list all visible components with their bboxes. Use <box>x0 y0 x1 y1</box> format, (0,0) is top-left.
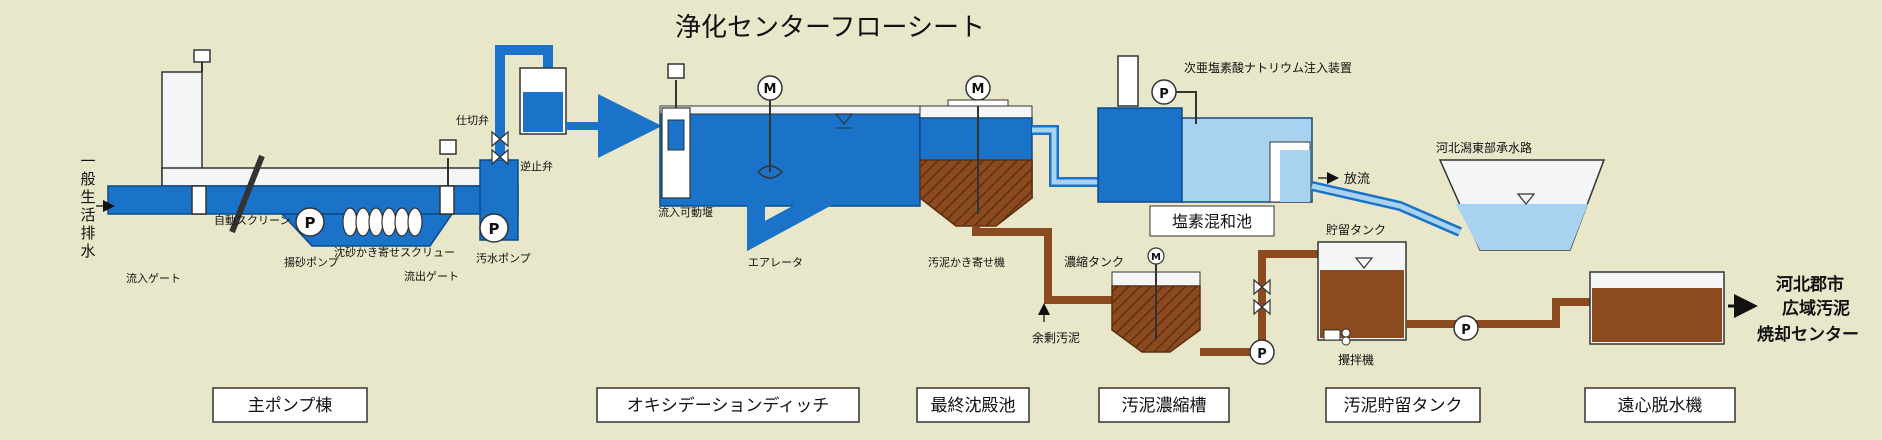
scraper-motor-symbol: M <box>972 82 985 97</box>
grit-screw-icon <box>342 207 423 237</box>
outlet-gate <box>439 185 455 215</box>
inflow-label-char: 排 <box>80 224 95 242</box>
outlet-gate-actuator <box>439 139 457 155</box>
aerator-motor-symbol: M <box>764 82 777 97</box>
section-label-box <box>1584 387 1736 423</box>
centrifuge-unit <box>1589 271 1725 345</box>
section-sludge-storage: 汚泥貯留タンク <box>1325 387 1481 423</box>
grit-pump-label: 揚砂ポンプ <box>284 256 339 269</box>
sewage-pump-symbol: P <box>489 220 500 238</box>
storage-pump-icon <box>1453 315 1479 341</box>
ditch-loop <box>747 140 835 252</box>
sludge-scraper-label: 汚泥かき寄せ機 <box>928 255 1005 269</box>
check-valve-label: 逆止弁 <box>520 159 553 173</box>
dosing-pump-symbol: P <box>1159 87 1169 102</box>
auto-screen <box>229 154 265 234</box>
hypochlorite-label: 次亜塩素酸ナトリウム注入装置 <box>1184 60 1352 75</box>
section-label: 汚泥濃縮槽 <box>1122 396 1207 416</box>
thickened-sludge-pump-icon <box>1249 339 1275 365</box>
check-valve-icon <box>491 148 509 166</box>
inflow-label-char: 水 <box>80 242 95 260</box>
final-settling-tank: M <box>919 75 1033 227</box>
chlorine-basin-label-box <box>1149 205 1275 237</box>
ditch-tank <box>659 111 921 207</box>
gate-valve-icon <box>491 130 509 148</box>
section-label-box <box>1325 387 1481 423</box>
section-label-box <box>596 387 860 423</box>
section-label: 遠心脱水機 <box>1618 396 1703 416</box>
grit-pump-icon <box>295 207 325 237</box>
auto-screen-label: 自動スクリーン <box>214 213 290 227</box>
sludge-pipe-to-storage <box>1200 250 1322 356</box>
main-pump-building: P P <box>96 45 662 247</box>
inflow-label-char: 生 <box>80 188 95 206</box>
aerator-label: エアレータ <box>748 256 803 269</box>
inlet-gate <box>191 185 207 215</box>
sewage-pump-icon <box>479 213 509 243</box>
thickening-tank-label: 濃縮タンク <box>1064 254 1124 269</box>
grit-channel-top <box>161 167 513 187</box>
section-main-pump: 主ポンプ棟 <box>212 387 368 423</box>
inflow-label-char: 一 <box>80 152 95 170</box>
receiving-water-label: 河北潟東部承水路 <box>1436 140 1532 155</box>
aerator-impeller-icon <box>757 165 784 179</box>
excess-sludge-label: 余剰汚泥 <box>1032 330 1080 345</box>
section-label-box <box>916 387 1030 423</box>
section-label-box <box>212 387 368 423</box>
page-title: 浄化センターフローシート <box>675 13 985 43</box>
movable-weir-label: 流入可動堰 <box>658 205 713 219</box>
hypochlorite-tank <box>1117 55 1139 107</box>
inlet-gate-actuator <box>193 49 211 63</box>
thickened-sludge-pump-symbol: P <box>1257 347 1267 362</box>
grit-screw-label: 沈砂かき寄せスクリュー <box>334 245 455 259</box>
thickening-tank: M <box>1111 247 1201 353</box>
oxidation-ditch: M <box>659 63 921 252</box>
section-centrifuge: 遠心脱水機 <box>1584 387 1736 423</box>
discharge-label: 放流 <box>1344 172 1370 187</box>
destination-line1: 河北郡市 <box>1776 274 1844 295</box>
section-label: 汚泥貯留タンク <box>1344 396 1463 416</box>
section-sludge-thickening: 汚泥濃縮槽 <box>1098 387 1230 423</box>
distribution-box-water <box>523 92 563 132</box>
section-label: 主ポンプ棟 <box>248 396 333 416</box>
storage-tank <box>1317 241 1407 346</box>
storage-valve-icon <box>1253 278 1271 316</box>
section-final-settling: 最終沈殿池 <box>916 387 1030 423</box>
sludge-pipe-to-thickener <box>972 226 1112 304</box>
inlet-gate-label: 流入ゲート <box>126 271 181 285</box>
destination-line3: 焼却センター <box>1757 324 1859 345</box>
receiving-water <box>1438 159 1606 251</box>
inlet-structure <box>161 71 203 187</box>
section-label-box <box>1098 387 1230 423</box>
grit-pump-symbol: P <box>305 214 316 232</box>
thickener-motor-symbol: M <box>1151 252 1161 263</box>
inflow-label-char: 般 <box>80 170 95 188</box>
pipe-to-chlorine <box>1032 125 1100 187</box>
rising-main-pipe <box>495 45 553 160</box>
storage-tank-label: 貯留タンク <box>1326 223 1386 237</box>
destination-line2: 広域汚泥 <box>1782 298 1850 319</box>
chlorine-basin-label: 塩素混和池 <box>1172 212 1252 231</box>
settled-sludge <box>919 159 1033 227</box>
outlet-gate-label: 流出ゲート <box>404 269 459 283</box>
weir-actuator <box>667 63 685 79</box>
section-label-row: 主ポンプ棟 オキシデーションディッチ 最終沈殿池 汚泥濃縮槽 汚泥貯留タンク 遠心脱水機 <box>212 387 1736 423</box>
sludge-pipe-to-centrifuge <box>1406 298 1590 328</box>
section-label: 最終沈殿池 <box>931 396 1016 416</box>
section-label: オキシデーションディッチ <box>627 395 829 416</box>
chlorine-mixing-basin: P <box>1097 55 1313 203</box>
gate-valve-label: 仕切弁 <box>456 113 489 127</box>
water-level-icon <box>834 113 854 125</box>
inflow-label-char: 活 <box>80 206 95 224</box>
section-oxidation-ditch: オキシデーションディッチ <box>596 387 860 423</box>
agitator-label: 攪拌機 <box>1338 352 1374 367</box>
sewage-pump-label: 汚水ポンプ <box>476 252 531 265</box>
storage-pump-symbol: P <box>1461 323 1471 338</box>
